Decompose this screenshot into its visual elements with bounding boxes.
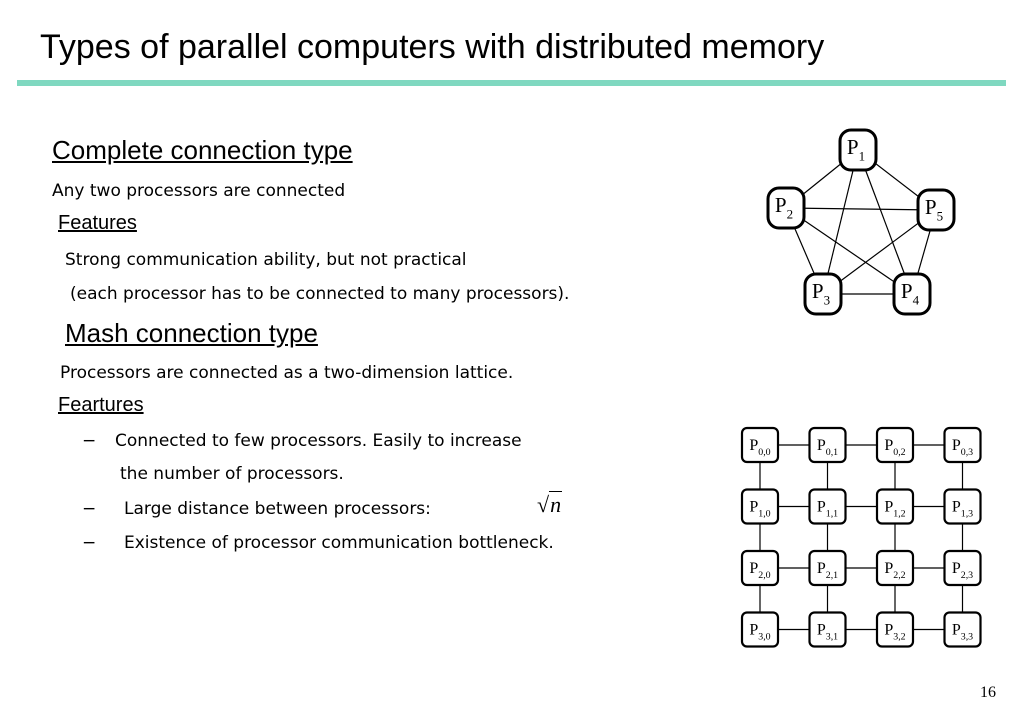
bullet-1-mark: −	[82, 431, 97, 451]
mesh-label-3-2: P3,2	[884, 622, 905, 643]
bullet-3-mark: −	[82, 533, 97, 553]
mesh-label-1-2: P1,2	[884, 499, 905, 520]
mesh-label-2-3: P2,3	[952, 560, 973, 581]
mesh-label-0-1: P0,1	[817, 437, 838, 458]
mesh-label-1-0: P1,0	[749, 499, 770, 520]
mesh-node-3-1: P3,1	[808, 611, 847, 648]
mesh-label-2-0: P2,0	[749, 560, 770, 581]
mesh-node-0-1: P0,1	[808, 426, 847, 464]
title-divider	[17, 80, 1006, 86]
bullet-1-line-2: the number of processors.	[120, 464, 344, 484]
mesh-node-2-2: P2,2	[875, 549, 915, 587]
mesh-label-3-1: P3,1	[817, 622, 838, 643]
complete-edge	[857, 149, 913, 295]
bullet-2-text: Large distance between processors:	[124, 499, 431, 519]
radical-sign: √	[537, 492, 550, 517]
processor-label-1: P1	[847, 135, 865, 163]
mesh-node-2-1: P2,1	[808, 549, 847, 587]
processor-node-2: P2	[766, 186, 806, 230]
mesh-node-0-3: P0,3	[943, 426, 982, 464]
complete-edge	[785, 207, 913, 295]
processor-label-2: P2	[775, 193, 793, 221]
mesh-node-1-2: P1,2	[875, 488, 915, 525]
mesh-label-2-2: P2,2	[884, 560, 905, 581]
complete-features-label: Features	[58, 212, 137, 234]
bullet-1-line-1: Connected to few processors. Easily to i…	[115, 431, 522, 451]
mesh-label-0-2: P0,2	[884, 437, 905, 458]
mesh-node-3-3: P3,3	[943, 611, 982, 648]
slide-title: Types of parallel computers with distrib…	[40, 28, 825, 66]
processor-node-5: P5	[916, 188, 956, 232]
mesh-edges	[759, 444, 964, 631]
complete-edge	[822, 209, 937, 295]
complete-edge	[822, 149, 859, 295]
mesh-node-0-0: P0,0	[740, 426, 780, 464]
bullet-3-text: Existence of processor communication bot…	[124, 533, 554, 553]
mesh-description: Processors are connected as a two-dimens…	[60, 363, 514, 383]
processor-node-4: P4	[892, 272, 932, 316]
mesh-label-1-1: P1,1	[817, 499, 838, 520]
mesh-node-0-2: P0,2	[875, 426, 915, 464]
mesh-node-1-1: P1,1	[808, 488, 847, 525]
complete-edge	[785, 207, 937, 211]
complete-feature-line-2: (each processor has to be connected to m…	[70, 284, 570, 304]
mesh-label-3-3: P3,3	[952, 622, 973, 643]
mesh-label-2-1: P2,1	[817, 560, 838, 581]
mesh-node-1-3: P1,3	[943, 488, 982, 525]
processor-node-3: P3	[803, 272, 843, 316]
formula-variable: n	[549, 491, 563, 517]
complete-feature-line-1: Strong communication ability, but not pr…	[65, 250, 467, 270]
mesh-label-0-3: P0,3	[952, 437, 973, 458]
page-number: 16	[980, 684, 996, 701]
mesh-label-3-0: P3,0	[749, 622, 770, 643]
mesh-heading: Mash connection type	[65, 318, 318, 348]
mesh-features-label: Feartures	[58, 394, 144, 416]
mesh-node-2-3: P2,3	[943, 549, 982, 587]
processor-node-1: P1	[838, 128, 878, 172]
mesh-node-3-2: P3,2	[875, 611, 915, 648]
processor-label-3: P3	[812, 279, 830, 307]
complete-heading: Complete connection type	[52, 135, 353, 165]
bullet-2-mark: −	[82, 499, 97, 519]
mesh-label-1-3: P1,3	[952, 499, 973, 520]
mesh-node-2-0: P2,0	[740, 549, 780, 587]
processor-label-5: P5	[925, 195, 943, 223]
mesh-node-1-0: P1,0	[740, 488, 780, 525]
sqrt-n-formula: √n	[537, 491, 563, 518]
mesh-node-3-0: P3,0	[740, 611, 780, 648]
complete-description: Any two processors are connected	[52, 181, 346, 201]
mesh-label-0-0: P0,0	[749, 437, 770, 458]
processor-label-4: P4	[901, 279, 920, 307]
